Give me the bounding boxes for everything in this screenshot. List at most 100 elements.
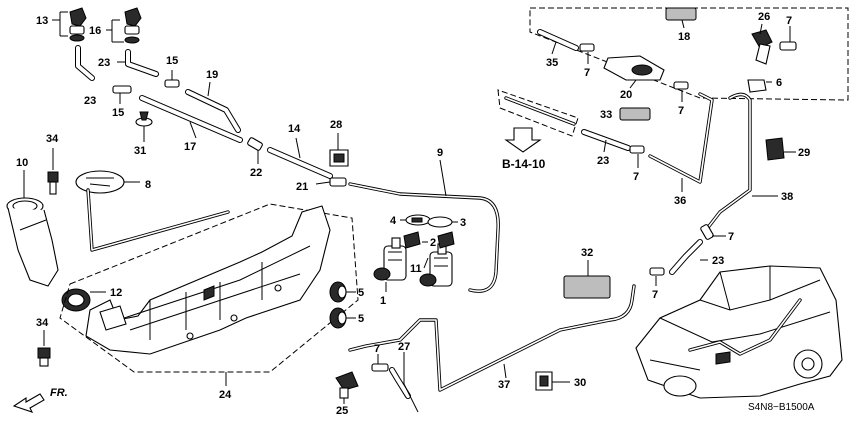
clip-29: [765, 137, 796, 161]
callout-7-g: 7: [786, 15, 792, 27]
callout-21: 21: [296, 181, 308, 193]
joint-21: [315, 177, 347, 187]
clip-30: [535, 371, 570, 391]
callout-34-b: 34: [36, 317, 49, 329]
callout-16: 16: [89, 25, 101, 37]
bolt-34-upper: [47, 148, 59, 195]
front-direction-arrow: [12, 393, 45, 413]
joint-7-top-a: [579, 43, 595, 64]
callout-9: 9: [437, 147, 443, 159]
callout-7-f: 7: [584, 67, 590, 79]
callout-6: 6: [776, 77, 782, 89]
pump-grommet-2: [403, 231, 428, 249]
callout-23-d: 23: [597, 155, 609, 167]
filler-neck-10: [6, 170, 59, 287]
joint-7-top-right: [779, 26, 797, 51]
joint-22: [247, 137, 263, 164]
leader-13: [52, 11, 68, 37]
callout-1: 1: [380, 295, 386, 307]
leader-16: [106, 19, 124, 43]
pad-32: [563, 275, 611, 299]
clip-28: [329, 133, 349, 167]
level-gauge-tube: [86, 188, 230, 252]
washer-pump-1: [373, 237, 407, 292]
callout-35: 35: [546, 57, 558, 69]
elbow-6: [747, 79, 772, 93]
callout-20: 20: [620, 89, 632, 101]
callout-7-a: 7: [374, 343, 380, 355]
callout-24: 24: [219, 389, 232, 401]
callout-15-a: 15: [166, 55, 178, 67]
front-direction-label: FR.: [50, 387, 68, 399]
joint-7-mid: [629, 145, 645, 168]
pump-seal-4: [400, 214, 453, 228]
callout-5-b: 5: [358, 313, 364, 325]
callout-12: 12: [110, 287, 122, 299]
rear-nozzle-20: [603, 55, 665, 89]
callout-15-b: 15: [112, 107, 124, 119]
callout-31: 31: [134, 145, 146, 157]
callout-7-d: 7: [633, 171, 639, 183]
callout-37: 37: [498, 379, 510, 391]
pad-33: [619, 107, 651, 121]
callout-10: 10: [16, 157, 28, 169]
callout-34-a: 34: [46, 133, 59, 145]
callout-5-a: 5: [358, 287, 364, 299]
callout-17: 17: [184, 141, 196, 153]
drawing-code: S4N8−B1500A: [748, 402, 815, 413]
callout-29: 29: [798, 147, 810, 159]
callout-4: 4: [390, 215, 397, 227]
callout-23-a: 23: [98, 57, 110, 69]
joint-7-lower-left: [371, 354, 389, 372]
callout-11: 11: [410, 263, 422, 275]
nozzle-25: [335, 371, 359, 404]
callout-27: 27: [398, 341, 410, 353]
joint-7-bottom-center: [649, 267, 665, 286]
callout-36: 36: [674, 195, 686, 207]
callout-23-c: 23: [712, 255, 724, 267]
tube-38: [704, 92, 752, 232]
callout-33: 33: [600, 109, 612, 121]
bolt-34-lower: [37, 330, 51, 367]
callout-7-e: 7: [678, 105, 684, 117]
callout-25: 25: [336, 405, 348, 417]
washer-reservoir-24: [59, 203, 359, 373]
clip-31: [135, 111, 153, 142]
washer-pump-11: [419, 243, 453, 287]
washer-nozzle-right: [124, 7, 142, 44]
reference-arrow: [504, 127, 542, 153]
roof-area-outline: [529, 7, 849, 101]
pad-18: [665, 7, 697, 21]
callout-2: 2: [430, 237, 436, 249]
joint-15-lower: [112, 85, 132, 104]
callout-23-b: 23: [84, 95, 96, 107]
callout-28: 28: [330, 119, 342, 131]
rod-outline: [497, 89, 579, 137]
joint-7-right: [700, 224, 726, 240]
callout-3: 3: [460, 217, 466, 229]
callout-13: 13: [36, 15, 48, 27]
grommet-5-lower: [329, 307, 356, 329]
reservoir-cap-8: [75, 170, 230, 252]
callout-18: 18: [678, 31, 690, 43]
callout-22: 22: [250, 167, 262, 179]
vehicle-silhouette: [635, 265, 843, 399]
callout-19: 19: [206, 69, 218, 81]
hose-27: [389, 352, 419, 413]
grommet-12: [61, 288, 106, 312]
callout-8: 8: [145, 179, 151, 191]
rear-nozzle-26: [751, 23, 773, 65]
callout-14: 14: [288, 123, 301, 135]
washer-nozzle-left: [69, 7, 87, 42]
callout-32: 32: [581, 247, 593, 259]
joint-15-upper: [164, 70, 180, 88]
pump-grommet-3: [437, 221, 458, 249]
callout-7-c: 7: [728, 231, 734, 243]
callout-38: 38: [781, 191, 793, 203]
callout-7-b: 7: [652, 289, 658, 301]
grommet-5-upper: [329, 281, 356, 303]
callout-30: 30: [574, 377, 586, 389]
callout-26: 26: [758, 11, 770, 23]
reference-label: B-14-10: [502, 157, 546, 171]
